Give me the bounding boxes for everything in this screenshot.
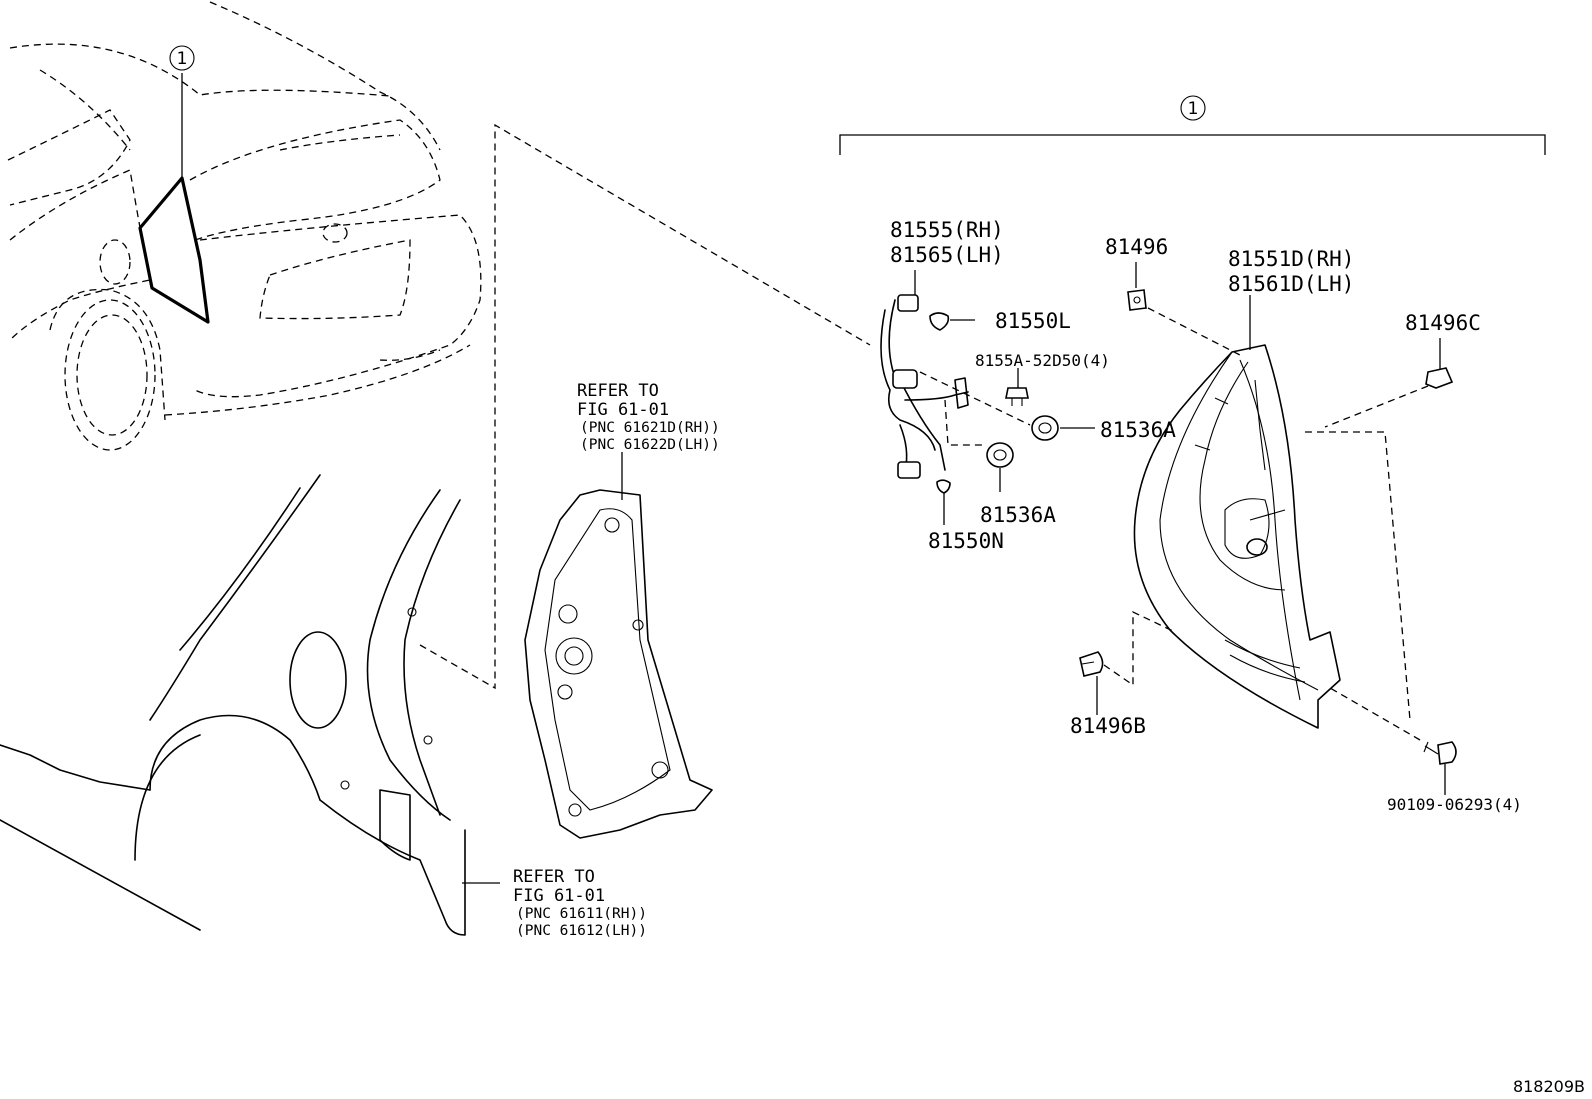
refer-lower-line2: FIG 61-01 (513, 886, 605, 906)
inner-panel-outline (524, 452, 713, 839)
refer-lower-line4: (PNC 61612(LH)) (516, 923, 647, 939)
label-grommet-upper: 81536A (1100, 418, 1176, 442)
refer-upper-line3: (PNC 61621D(RH)) (580, 420, 720, 436)
callout-marker-bracket: 1 (1188, 99, 1199, 119)
refer-upper-line4: (PNC 61622D(LH)) (580, 437, 720, 453)
label-grommet-lower: 81536A (980, 503, 1056, 527)
refer-upper-line1: REFER TO (577, 381, 659, 401)
part-labels: 81555(RH) 81565(LH) 81550L 8155A-52D50(4… (890, 218, 1522, 814)
grommet-lower (986, 442, 1014, 492)
label-socket-rh: 81555(RH) (890, 218, 1004, 242)
tail-lamp-assembly (1133, 295, 1341, 729)
label-bulb-81550l: 81550L (995, 309, 1071, 333)
socket-harness (880, 270, 1031, 525)
refer-lower-line1: REFER TO (513, 867, 595, 887)
label-screw-90109: 90109-06293(4) (1387, 795, 1522, 814)
label-socket-lh: 81565(LH) (890, 243, 1004, 267)
refer-note-upper: REFER TO FIG 61-01 (PNC 61621D(RH)) (PNC… (577, 381, 720, 453)
figure-code: 818209B (1513, 1077, 1585, 1096)
label-clip-81496: 81496 (1105, 235, 1168, 259)
refer-upper-line2: FIG 61-01 (577, 400, 669, 420)
refer-note-lower: REFER TO FIG 61-01 (PNC 61611(RH)) (PNC … (513, 867, 647, 939)
clip-81496c (1324, 338, 1454, 428)
grommet-upper (1031, 415, 1095, 441)
label-lamp-rh: 81551D(RH) (1228, 247, 1354, 271)
label-lamp-lh: 81561D(LH) (1228, 272, 1354, 296)
clip-81496 (1127, 262, 1241, 356)
label-screw-8155a: 8155A-52D50(4) (975, 351, 1110, 370)
vehicle-rear-view: 1 (7, 1, 482, 451)
screw-8155a (1005, 368, 1029, 406)
quarter-panel-outline (0, 123, 871, 936)
label-clip-81496b: 81496B (1070, 714, 1146, 738)
refer-lower-line3: (PNC 61611(RH)) (516, 906, 647, 922)
label-clip-81496c: 81496C (1405, 311, 1481, 335)
clip-81496b (1079, 610, 1176, 715)
callout-marker-vehicle: 1 (177, 49, 188, 69)
screw-90109 (1305, 431, 1457, 795)
callout-bracket: 1 (839, 95, 1546, 155)
label-bulb-81550n: 81550N (928, 529, 1004, 553)
